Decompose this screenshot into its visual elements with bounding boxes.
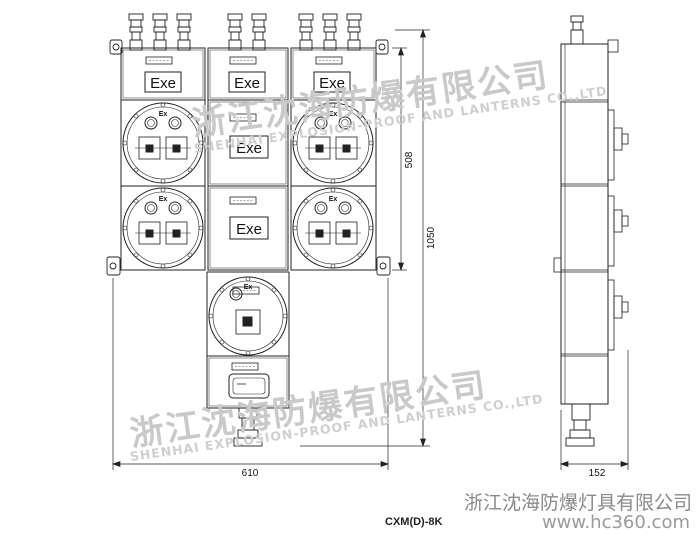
ex-label: Ex xyxy=(244,284,253,291)
dimension-lines xyxy=(111,28,430,470)
ex-label: Ex xyxy=(329,111,338,118)
dimension-1050: 1050 xyxy=(426,226,437,249)
meter-window xyxy=(228,373,270,399)
side-view: 152 xyxy=(553,15,630,479)
exe-label: Exe xyxy=(236,221,262,238)
ex-label: Ex xyxy=(159,196,168,203)
footer-url[interactable]: www.hc360.com xyxy=(541,512,690,533)
cable-glands-top xyxy=(128,13,362,51)
model-number: CXM(D)-8K xyxy=(385,516,443,528)
mounting-tabs xyxy=(106,39,391,276)
dimension-610: 610 xyxy=(242,468,259,479)
front-view: Exe Exe Exe Exe Exe xyxy=(106,13,437,479)
exe-boxes xyxy=(144,71,351,240)
exe-label: Exe xyxy=(236,140,262,157)
exe-label: Exe xyxy=(319,75,345,92)
footer-company-name: 浙江沈海防爆灯具有限公司 xyxy=(463,492,692,514)
exe-label: Exe xyxy=(150,75,176,92)
exe-label: Exe xyxy=(234,75,260,92)
ex-label: Ex xyxy=(329,196,338,203)
ex-label: Ex xyxy=(159,111,168,118)
dimension-508: 508 xyxy=(404,151,415,168)
nameplates xyxy=(145,56,343,371)
bottom-gland xyxy=(233,407,263,447)
enclosures xyxy=(120,47,377,409)
dimension-152: 152 xyxy=(589,468,606,479)
breaker-covers xyxy=(122,102,374,356)
